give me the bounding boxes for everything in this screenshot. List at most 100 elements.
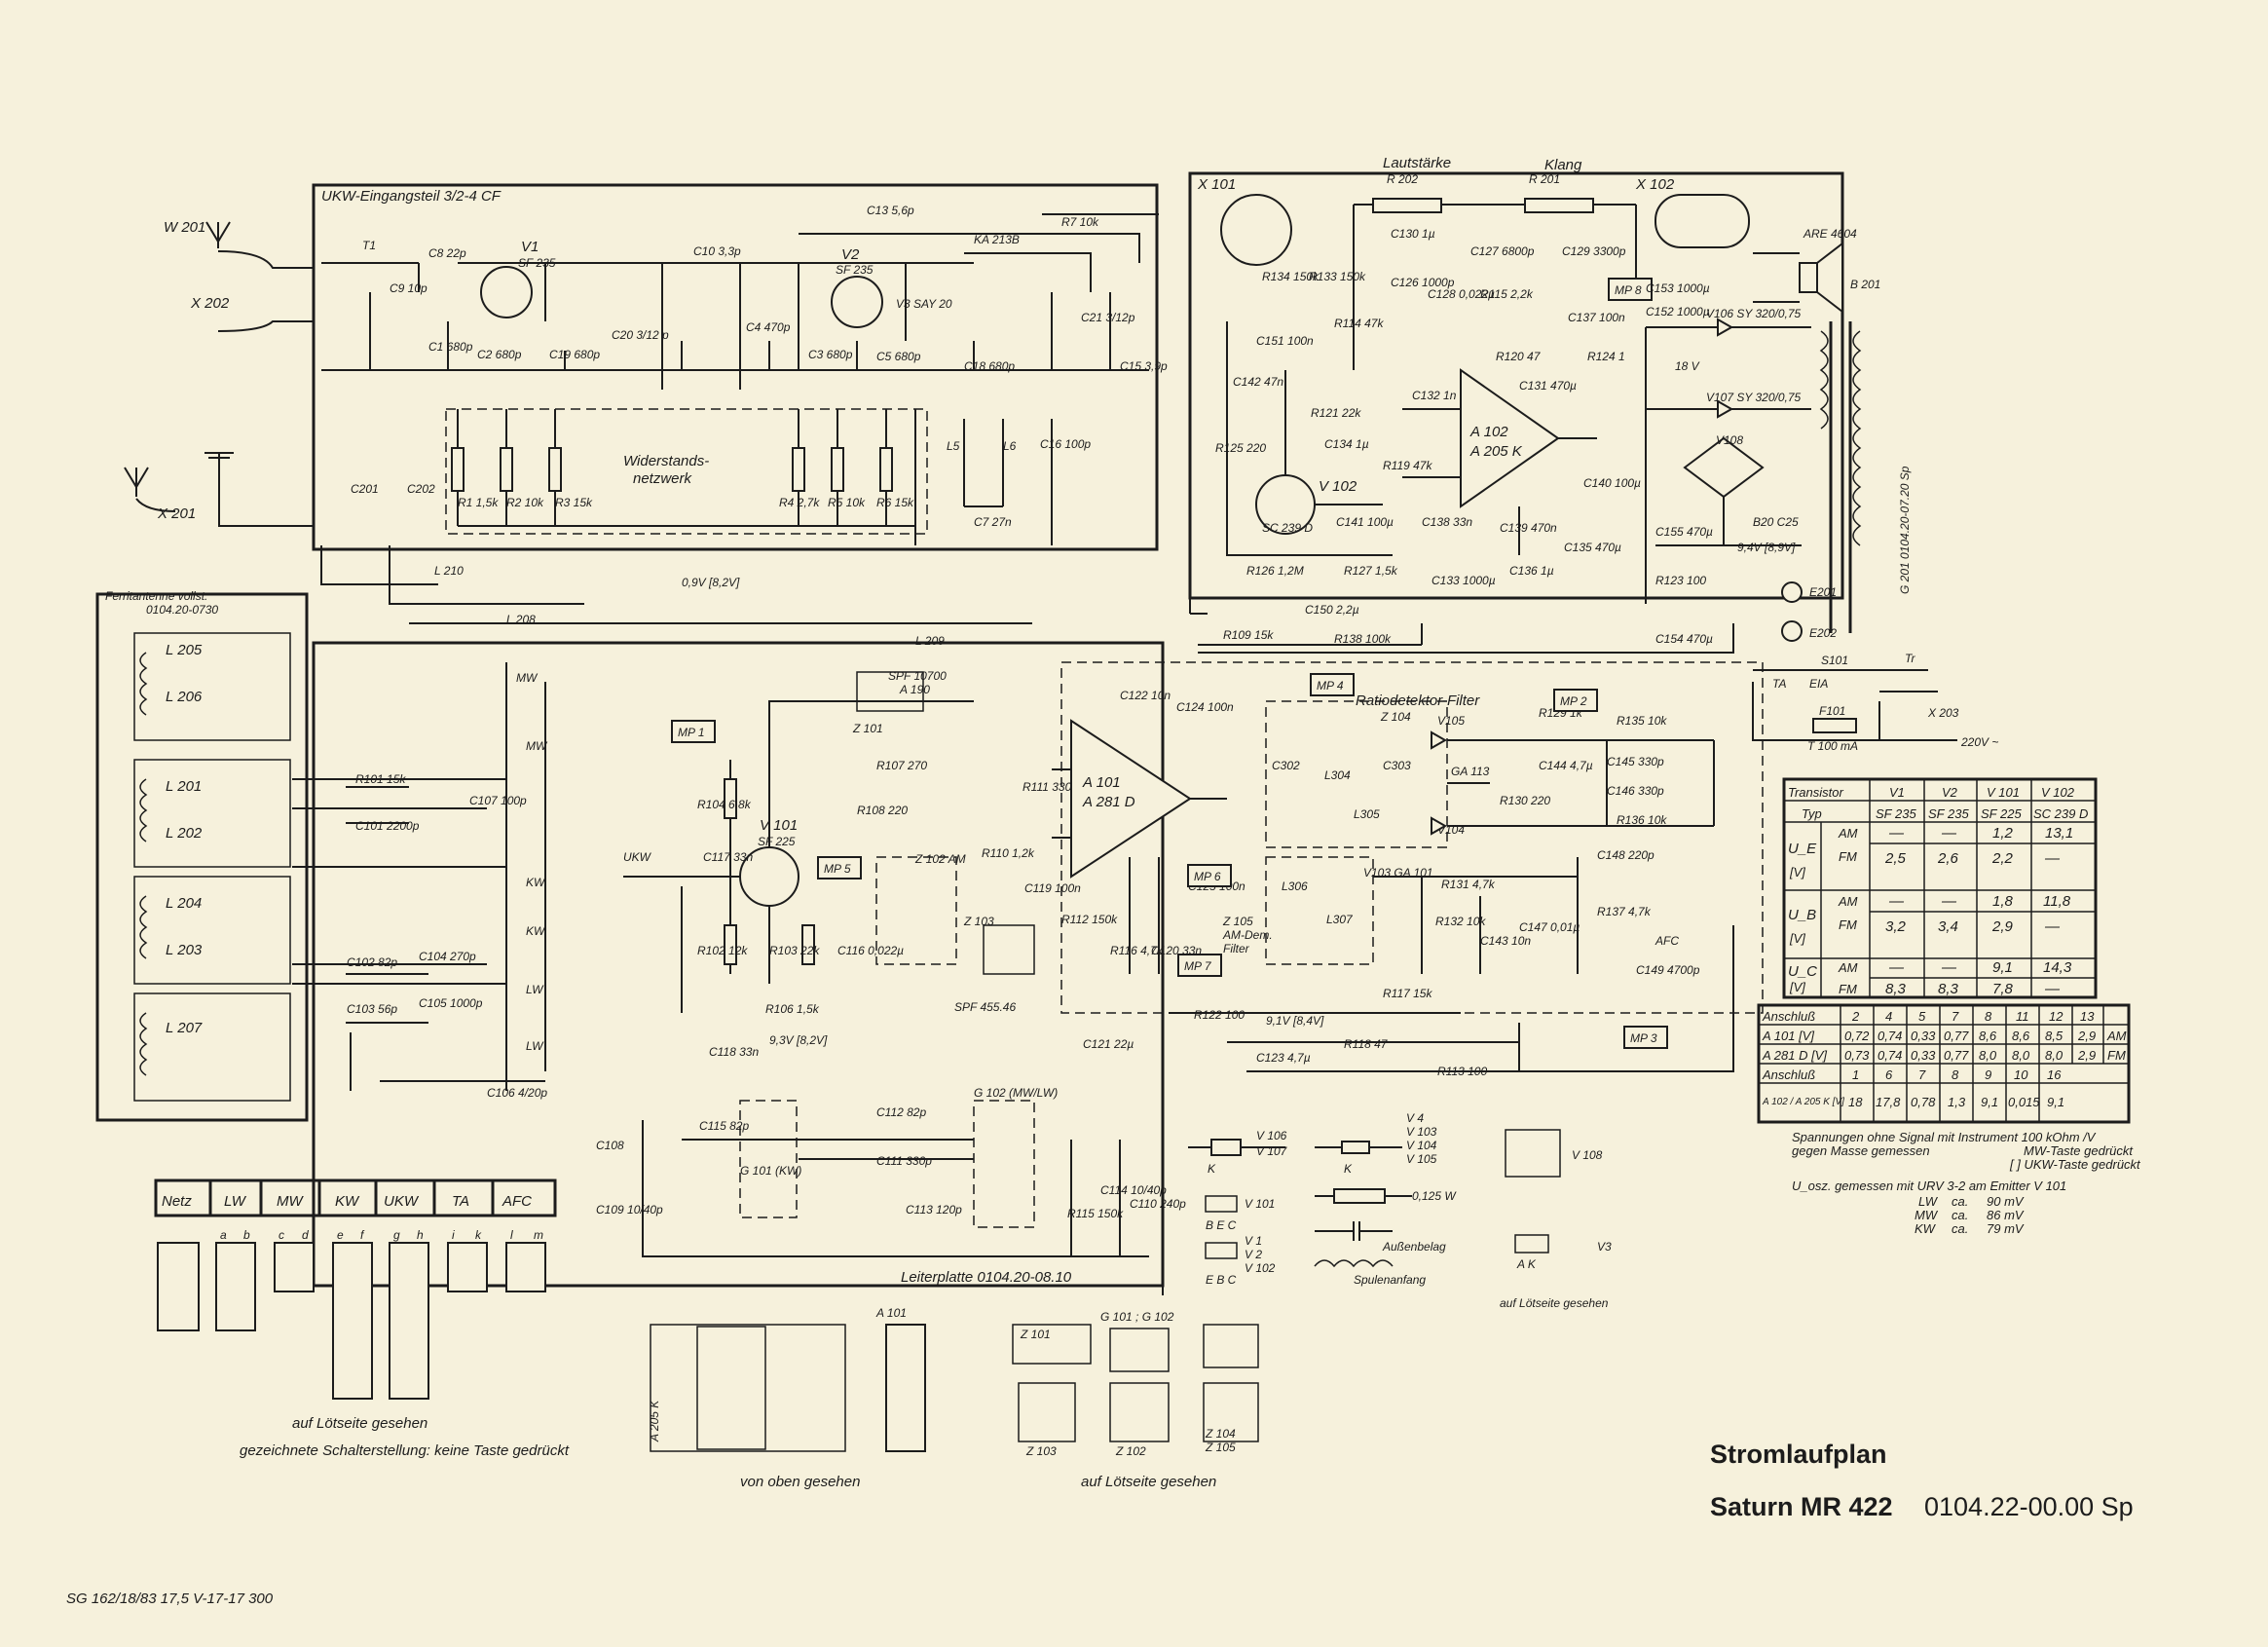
ratio-label: Ratiodetektor-Filter: [1356, 692, 1480, 709]
pt-r1-3: 0,33: [1911, 1048, 1936, 1063]
c137-label: C137 100n: [1568, 311, 1625, 324]
legend-v105: V 105: [1406, 1152, 1437, 1166]
sw-lw-label: LW: [526, 983, 544, 996]
tt-r2-c2: 1,8: [1992, 893, 2014, 910]
pt2-r0: A 102 / A 205 K [V]: [1762, 1097, 1844, 1107]
tt-r5-c3: —: [2044, 981, 2061, 997]
tt-r0-c2: 1,2: [1992, 825, 2014, 842]
tt-r1-c0: 2,5: [1884, 850, 1907, 867]
pt-r0-9: AM: [2106, 1029, 2127, 1043]
tt-t1: SF 235: [1876, 806, 1916, 821]
r101-label: R101 15k: [355, 772, 406, 786]
legend-v2: V 2: [1245, 1248, 1262, 1261]
c114-label: C114 10/40p: [1100, 1183, 1167, 1197]
l209-label: L 209: [915, 634, 945, 648]
v101-type: SF 225: [758, 835, 796, 848]
contact-i: i: [452, 1228, 455, 1242]
c202-label: C202: [407, 482, 435, 496]
c136-label: C136 1µ: [1509, 564, 1554, 578]
c106-label: C106 4/20p: [487, 1086, 547, 1100]
l205-label: L 205: [166, 642, 203, 658]
osz-lw-band: LW: [1918, 1194, 1939, 1209]
g101-label: G 101 (KW): [740, 1164, 801, 1178]
pt-h5: 8: [1985, 1009, 1992, 1024]
x202-label: X 202: [190, 295, 230, 312]
r109-label: R109 15k: [1223, 628, 1274, 642]
a101-voltage-label: 9,1V [8,4V]: [1266, 1014, 1324, 1028]
tt-r4-c1: —: [1941, 959, 1957, 976]
l306-label: L306: [1282, 880, 1308, 893]
tt-r4-c0: —: [1888, 959, 1905, 976]
r106-label: R106 1,5k: [765, 1002, 820, 1016]
tt-r2-mode: AM: [1838, 894, 1858, 909]
r114-label: R114 47k: [1334, 317, 1384, 330]
pt-h1: 2: [1851, 1009, 1860, 1024]
din-socket-x101: [1220, 194, 1292, 266]
testpoint-mp3: [1623, 1026, 1668, 1049]
speaker-label: B 201: [1850, 278, 1880, 291]
pin-a102-label: A 205 K: [648, 1400, 661, 1442]
legend-v102: V 102: [1245, 1261, 1276, 1275]
x102-label: X 102: [1635, 176, 1675, 193]
button-ukw: UKW: [384, 1193, 420, 1210]
c108-label: C108: [596, 1139, 624, 1152]
c154-label: C154 470µ: [1655, 632, 1713, 646]
pt-r1-2: 0,74: [1878, 1048, 1902, 1063]
pt-r1-0: A 281 D [V]: [1762, 1048, 1827, 1063]
tt-r3-c1: 3,4: [1938, 918, 1958, 935]
rectifier-v108: [1683, 436, 1765, 499]
ratio-detector: [1265, 700, 1448, 848]
pin-g-label: G 101 ; G 102: [1100, 1310, 1174, 1324]
tt-t0: Typ: [1802, 806, 1822, 821]
c142-label: C142 47n: [1233, 375, 1283, 389]
pt-h8: 13: [2080, 1009, 2095, 1024]
r123-label: R123 100: [1655, 574, 1706, 587]
c4-label: C4 470p: [746, 320, 791, 334]
note-line-4: U_osz. gemessen mit URV 3-2 am Emitter V…: [1792, 1179, 2066, 1193]
tt-r2-c3: 11,8: [2043, 893, 2071, 910]
pt2-r3: 0,78: [1911, 1095, 1936, 1109]
tt-r2-c0: —: [1888, 893, 1905, 910]
pt2-r4: 1,3: [1948, 1095, 1966, 1109]
c141-label: C141 100µ: [1336, 515, 1394, 529]
c19-label: C19 680p: [549, 348, 600, 361]
tt-r5-c0: 8,3: [1885, 981, 1907, 997]
testpoint-mp1: [671, 720, 716, 743]
c131-label: C131 470µ: [1519, 379, 1577, 393]
r115b-label: R115 150k: [1067, 1207, 1124, 1220]
pin-z101-label: Z 101: [1020, 1328, 1051, 1341]
r132-label: R132 10k: [1435, 915, 1486, 928]
pt-r0-6: 8,6: [2012, 1029, 2030, 1043]
tt-h4: V 102: [2041, 785, 2075, 800]
legend-k1: K: [1208, 1162, 1216, 1176]
l207-label: L 207: [166, 1020, 203, 1036]
button-panel: Netz LW MW KW UKW TA AFC a b c d e f g h…: [154, 1179, 570, 1459]
pt-r1-6: 8,0: [2012, 1048, 2030, 1063]
ic-a101: [1070, 719, 1192, 879]
pin-note-1: von oben gesehen: [740, 1474, 860, 1490]
pt-r0-1: 0,72: [1844, 1029, 1870, 1043]
contact-a: a: [220, 1228, 227, 1242]
r138-label: R138 100k: [1334, 632, 1392, 646]
tt-r2-c1: —: [1941, 893, 1957, 910]
c135-label: C135 470µ: [1564, 541, 1621, 554]
c146-label: C146 330p: [1607, 784, 1664, 798]
c109-label: C109 10/40p: [596, 1203, 663, 1217]
r122-label: R122 100: [1194, 1008, 1245, 1022]
ferrit-label-2: 0104.20-0730: [146, 603, 218, 617]
l6-label: L6: [1003, 439, 1017, 453]
v107-label: V107 SY 320/0,75: [1706, 391, 1802, 404]
c112-label: C112 82p: [876, 1105, 926, 1119]
c5-label: C5 680p: [876, 350, 921, 363]
r201-label: R 201: [1529, 172, 1560, 186]
pt2-h5: 9: [1985, 1067, 1991, 1082]
main-board: Leiterplatte 0104.20-08.10 R101 15k C101…: [292, 641, 1764, 1295]
pt-r0-2: 0,74: [1878, 1029, 1902, 1043]
r131-label: R131 4,7k: [1441, 878, 1496, 891]
testpoint-mp5: [817, 856, 862, 880]
pin-z103-label: Z 103: [1025, 1444, 1057, 1458]
l210-label: L 210: [434, 564, 464, 578]
w201-label: W 201: [164, 219, 205, 236]
tt-r5-c1: 8,3: [1938, 981, 1959, 997]
r118-label: R118 47: [1344, 1037, 1389, 1051]
